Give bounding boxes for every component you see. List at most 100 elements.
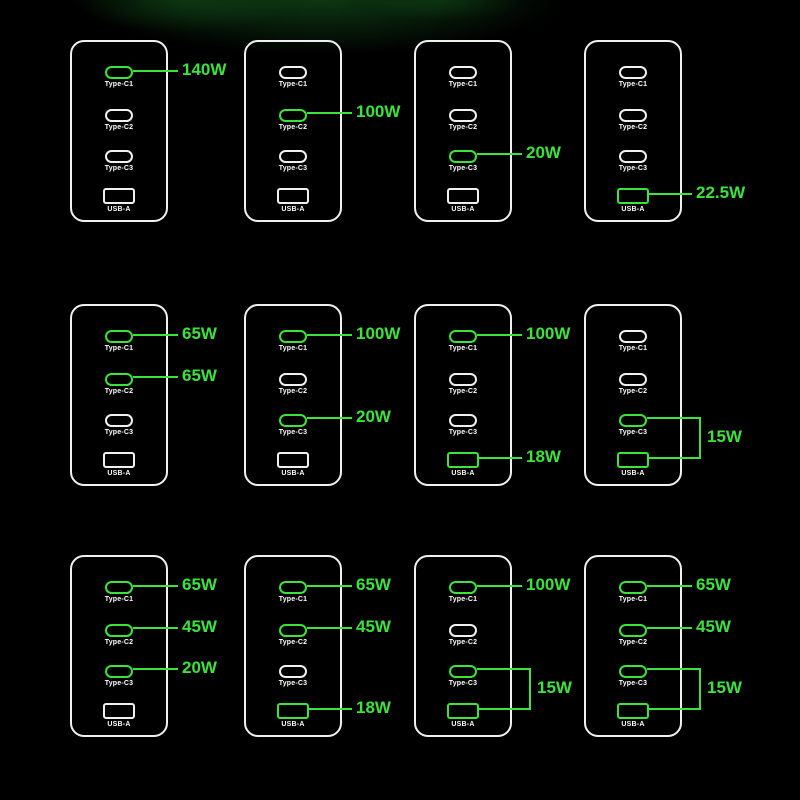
port-slot: Type-C3 [416,414,510,436]
port-label: Type-C1 [448,596,478,603]
port-slot: Type-C1 [72,66,166,88]
port-label: Type-C3 [278,165,308,172]
port-label: Type-C3 [278,429,308,436]
port-label: Type-C2 [278,124,308,131]
port-slot: Type-C2 [246,624,340,646]
type-c1-port [619,66,647,79]
wattage-label: 20W [182,658,217,677]
usb-a-port [447,452,479,468]
power-line [133,668,178,670]
wattage-label: 45W [696,617,731,636]
port-slot: Type-C2 [72,109,166,131]
wattage-label: 15W [707,678,742,697]
usb-a-port [103,452,135,468]
port-slot: Type-C1 [586,581,680,603]
wattage-label: 20W [356,407,391,426]
type-c3-port [279,150,307,163]
port-label: USB-A [281,470,305,477]
port-slot: Type-C2 [586,373,680,395]
port-slot: USB-A [416,703,510,728]
port-label: USB-A [281,206,305,213]
port-label: Type-C3 [448,165,478,172]
usb-a-port [617,703,649,719]
power-line [477,334,522,336]
port-slot: Type-C2 [416,624,510,646]
port-slot: Type-C1 [72,330,166,352]
wattage-label: 65W [182,324,217,343]
port-label: USB-A [621,206,645,213]
port-label: Type-C1 [278,81,308,88]
port-slot: Type-C3 [72,665,166,687]
port-slot: Type-C3 [586,414,680,436]
power-line [133,70,178,72]
port-label: Type-C2 [104,639,134,646]
port-label: USB-A [451,470,475,477]
port-label: Type-C2 [618,639,648,646]
port-label: USB-A [281,721,305,728]
wattage-label: 65W [696,575,731,594]
port-slot: Type-C2 [586,624,680,646]
port-label: Type-C2 [278,388,308,395]
type-c2-port [279,373,307,386]
port-slot: Type-C3 [586,665,680,687]
wattage-label: 100W [356,324,401,343]
usb-a-port [447,703,479,719]
wattage-label: 18W [526,447,561,466]
port-slot: Type-C3 [246,414,340,436]
type-c1-port [449,66,477,79]
power-line [133,376,178,378]
wattage-label: 65W [356,575,391,594]
port-slot: Type-C3 [586,150,680,172]
port-label: Type-C1 [104,345,134,352]
port-slot: Type-C2 [246,109,340,131]
usb-a-port [277,452,309,468]
port-slot: Type-C3 [416,150,510,172]
type-c1-port [619,581,647,594]
port-label: USB-A [107,470,131,477]
port-label: Type-C3 [618,429,648,436]
port-label: USB-A [451,721,475,728]
bracket-line [699,417,701,459]
bracket-line [699,668,701,710]
port-label: Type-C1 [618,596,648,603]
wattage-label: 22.5W [696,183,746,202]
type-c3-port [105,150,133,163]
type-c2-port [105,624,133,637]
wattage-label: 65W [182,575,217,594]
wattage-label: 100W [526,575,571,594]
power-line [307,417,352,419]
usb-a-port [617,188,649,204]
port-slot: USB-A [246,703,340,728]
port-slot: Type-C2 [416,373,510,395]
type-c3-port [105,414,133,427]
power-line [307,334,352,336]
type-c3-port [449,150,477,163]
type-c3-port [105,665,133,678]
port-label: Type-C1 [278,345,308,352]
type-c1-port [105,581,133,594]
power-line [307,708,352,710]
type-c1-port [449,330,477,343]
port-slot: Type-C2 [246,373,340,395]
wattage-label: 100W [526,324,571,343]
port-slot: Type-C1 [416,330,510,352]
port-slot: USB-A [586,703,680,728]
power-line [477,585,522,587]
bracket-stub-line [647,708,701,710]
port-label: Type-C1 [448,81,478,88]
type-c2-port [449,624,477,637]
type-c1-port [105,330,133,343]
